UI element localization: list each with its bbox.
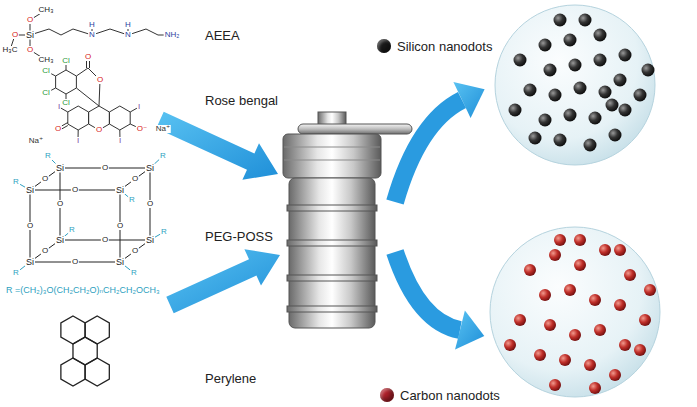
- atom-label: I: [137, 103, 141, 111]
- compound-name: AEEA: [205, 29, 240, 42]
- atom-label: R: [12, 178, 20, 186]
- carbon-nanodot-solution: [490, 227, 660, 397]
- autoclave: [283, 112, 412, 328]
- atom-label: O: [95, 126, 103, 134]
- atom-label: O: [26, 16, 34, 24]
- atom-label: O: [131, 175, 139, 183]
- atom-label: H: [124, 21, 132, 29]
- atom-label: R: [68, 226, 76, 234]
- atom-label: R: [130, 269, 138, 277]
- atom-label: Si: [115, 258, 125, 267]
- atom-label: Cl: [41, 89, 51, 97]
- silicon-nanodot-solution: [495, 5, 655, 165]
- legend-item: Carbon nanodots: [380, 388, 500, 402]
- atom-label: I: [57, 103, 61, 111]
- atom-label: N: [88, 31, 96, 39]
- atom-label: R: [128, 196, 136, 204]
- legend-dot: [380, 388, 394, 402]
- atom-label: O: [71, 186, 79, 194]
- atom-label: N: [124, 31, 132, 39]
- atom-label: O: [26, 222, 34, 230]
- atom-label: O: [96, 76, 104, 84]
- process-arrow: [156, 82, 484, 350]
- atom-label: R: [44, 152, 52, 160]
- compound-name: PEG-POSS: [205, 230, 273, 243]
- atom-label: O: [84, 53, 92, 61]
- atom-label: I: [118, 137, 122, 145]
- atom-label: Si: [25, 31, 35, 40]
- atom-label: Na⁺: [155, 125, 171, 133]
- compound-name: Perylene: [205, 372, 256, 385]
- atom-label: Na⁺: [28, 137, 44, 145]
- atom-label: O: [101, 236, 109, 244]
- atom-label: Si: [25, 186, 35, 195]
- atom-label: CH₃: [38, 56, 55, 64]
- atom-label: O: [131, 247, 139, 255]
- atom-label: O: [41, 247, 49, 255]
- atom-label: H₃C: [2, 46, 19, 54]
- atom-label: Si: [25, 258, 35, 267]
- atom-label: Cl: [61, 99, 71, 107]
- atom-label: O: [101, 164, 109, 172]
- atom-label: R: [12, 269, 20, 277]
- atom-label: O: [116, 222, 124, 230]
- atom-label: I: [76, 137, 80, 145]
- poss-cage: [30, 168, 150, 262]
- legend-text: Silicon nanodots: [397, 40, 492, 53]
- atom-label: O: [41, 175, 49, 183]
- atom-label: Si: [55, 164, 65, 173]
- atom-label: R: [159, 152, 167, 160]
- atom-label: O⁻: [136, 125, 148, 133]
- atom-label: Cl: [41, 67, 51, 75]
- aeea-structure: [10, 10, 172, 60]
- atom-label: O: [54, 125, 62, 133]
- atom-label: R: [160, 228, 168, 236]
- formula-label: R =(CH₂)₃O(CH₂CH₂O)ₙCH₂CH₂OCH₃: [6, 286, 160, 295]
- legend-dot: [377, 39, 391, 53]
- perylene-structure: [61, 316, 109, 386]
- legend-item: Silicon nanodots: [377, 39, 492, 53]
- atom-label: O: [11, 31, 19, 39]
- atom-label: Si: [55, 236, 65, 245]
- atom-label: O: [26, 46, 34, 54]
- rose-bengal-structure: [46, 57, 141, 140]
- atom-label: Si: [115, 186, 125, 195]
- legend-text: Carbon nanodots: [400, 389, 500, 402]
- r-group-bond: [16, 156, 164, 273]
- atom-label: O: [56, 200, 64, 208]
- atom-label: H: [88, 21, 96, 29]
- compound-name: Rose bengal: [205, 94, 278, 107]
- atom-label: O: [71, 258, 79, 266]
- atom-label: CH₃: [38, 6, 55, 14]
- atom-label: O: [146, 200, 154, 208]
- atom-label: Si: [145, 164, 155, 173]
- atom-label: Si: [145, 236, 155, 245]
- atom-label: Cl: [61, 57, 71, 65]
- atom-label: NH₂: [164, 31, 181, 39]
